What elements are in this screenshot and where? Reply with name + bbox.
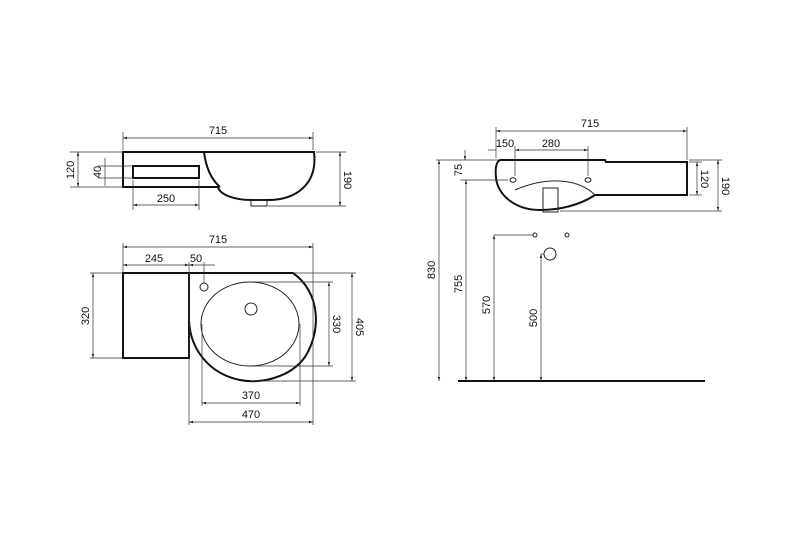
dim-body-height: 120 [65,161,77,179]
front-tap-hole-1 [509,177,517,183]
front-tap-hole-2 [584,177,592,183]
dim-left-part: 245 [145,253,163,265]
drain-hole [244,302,258,316]
dim-basin-width: 470 [242,409,260,421]
side-dim-lines [70,132,346,210]
dim-floor-to-holes: 755 [453,275,465,293]
front-drain [542,187,559,213]
side-view: 715 120 40 250 190 [65,125,353,210]
supply-point-1 [532,232,538,238]
top-view: 715 245 50 320 330 405 370 470 [80,234,365,425]
bowl [200,281,300,367]
dim-drain-height: 500 [528,309,540,327]
dim-slot-height: 40 [92,166,104,178]
front-body-outline [494,159,688,212]
dim-front-total-height: 190 [719,177,731,195]
dim-hole-offset: 150 [496,138,514,150]
basin-outline [188,272,317,383]
dim-depth-left: 320 [80,307,92,325]
dim-bowl-width: 370 [242,390,260,402]
dim-top-width: 715 [209,234,227,246]
dim-front-width: 715 [581,118,599,130]
tap-hole [199,282,209,292]
side-body-outline [122,151,316,201]
dim-top-to-hole: 75 [453,164,465,176]
dim-tap-offset: 50 [190,253,202,265]
dim-hole-spacing: 280 [542,138,560,150]
towel-slot [132,165,200,179]
dim-slot-width: 250 [157,193,175,205]
top-dim-lines [90,243,356,425]
dim-width: 715 [209,125,227,137]
supply-point-2 [564,232,570,238]
dim-total-depth: 405 [353,318,365,336]
bowl-curve [514,180,596,196]
dim-bowl-depth: 330 [330,315,342,333]
dim-total-height: 190 [341,171,353,189]
drain-outlet [250,199,268,207]
drain-point [543,247,557,261]
front-dim-lines [436,127,722,381]
front-view: 715 150 280 75 120 190 830 755 570 500 [426,118,731,382]
dim-floor-to-top: 830 [426,261,438,279]
dim-body-height: 120 [698,170,710,188]
dim-supply-height: 570 [481,296,493,314]
shelf-outline [122,272,190,359]
